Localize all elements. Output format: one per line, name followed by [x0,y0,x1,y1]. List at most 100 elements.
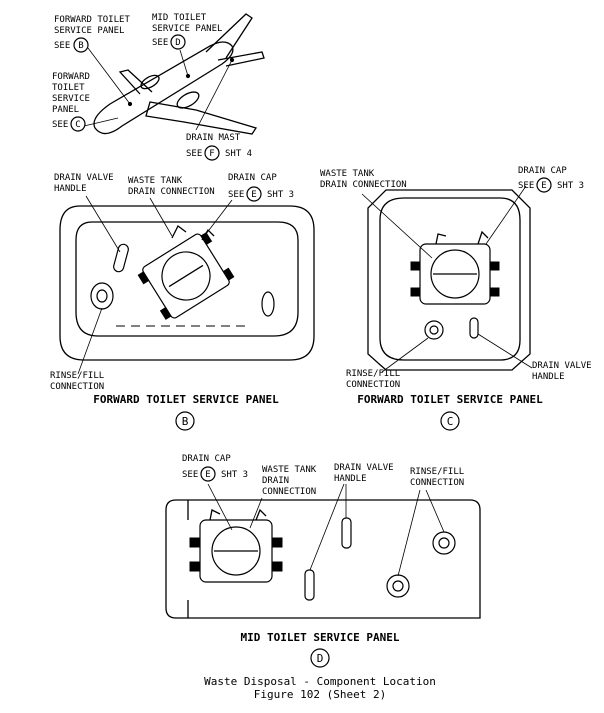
label-line: FORWARD TOILET [54,15,130,25]
view-title: MID TOILET SERVICE PANEL [241,631,400,644]
label-line: DRAIN CAP [182,454,231,464]
label-line: DRAIN CAP [228,173,277,183]
latch [201,228,215,241]
leader-line [425,489,445,533]
label-line: CONNECTION [50,382,104,392]
view-letter-bubble [440,411,460,431]
see-text: SEE [54,41,70,51]
latch [435,233,447,245]
leader-line [207,483,233,531]
label-line: MID TOILET [152,13,207,23]
label-line: FORWARD [52,72,90,82]
view-d-mid-toilet-panel [165,483,481,619]
leader-line [397,489,421,577]
view-letter-bubble [310,648,330,668]
sheet-ref: SHT 3 [221,470,248,480]
leader-line [477,333,533,369]
leader-line [149,197,173,237]
sheet-ref: SHT 3 [557,181,584,191]
sheet-ref: SHT 3 [267,190,294,200]
see-text: SEE [228,190,244,200]
label-line: RINSE/FILL [346,369,400,379]
callout-c-rinse: RINSE/FILL CONNECTION [346,369,400,390]
callout-forward-toilet-panel-left: FORWARD TOILET SERVICE PANEL SEE C [52,72,90,132]
drain-valve-handle [341,517,352,549]
leader-line [249,497,263,529]
label-line: DRAIN [262,476,289,486]
figure-caption: Waste Disposal - Component Location [204,675,436,688]
callout-b-drain-valve: DRAIN VALVE HANDLE [54,173,114,194]
leader-line [85,195,121,253]
label-line: RINSE/FILL [410,467,464,477]
see-text: SEE [52,120,68,130]
label-line: HANDLE [334,474,367,484]
view-title: FORWARD TOILET SERVICE PANEL [357,393,543,406]
callout-mid-toilet-panel-top: MID TOILET SERVICE PANEL SEE D [152,13,222,50]
drain-valve-handle [469,317,479,339]
view-ref-bubble [536,177,552,193]
label-line: WASTE TANK [262,465,317,475]
label-line: WASTE TANK [128,176,183,186]
panel-outline [59,205,315,361]
view-ref-bubble [170,34,186,50]
label-line: SERVICE [52,94,90,104]
callout-c-waste-tank: WASTE TANK DRAIN CONNECTION [320,169,407,190]
leader-line [361,193,433,259]
airplane-overview [83,13,265,135]
callout-b-waste-tank: WASTE TANK DRAIN CONNECTION [128,176,215,197]
latch [209,509,221,521]
view-c-forward-toilet-panel [361,185,533,373]
view-letter: D [317,652,324,665]
view-ref-bubble [73,37,89,53]
label-line: SERVICE PANEL [152,24,222,34]
callout-c-drain-valve: DRAIN VALVE HANDLE [532,361,592,382]
leader-line [485,185,527,245]
label-line: HANDLE [532,372,565,382]
label-line: PANEL [52,105,79,115]
view-ref-letter: E [541,181,546,191]
latch [477,230,489,245]
label-line: DRAIN CONNECTION [128,187,215,197]
leader-line [77,307,103,375]
see-text: SEE [518,181,534,191]
callout-b-rinse: RINSE/FILL CONNECTION [50,371,104,392]
sheet-ref: SHT 4 [225,149,252,159]
label-line: CONNECTION [410,478,464,488]
label-line: WASTE TANK [320,169,375,179]
view-b-forward-toilet-panel [59,195,315,375]
view-letter-bubble [175,411,195,431]
leader-line [205,199,233,235]
label-line: HANDLE [54,184,87,194]
view-title: FORWARD TOILET SERVICE PANEL [93,393,279,406]
drain-valve-handle [304,569,315,601]
view-letter: B [182,415,189,428]
label-line: CONNECTION [262,487,316,497]
view-ref-letter: F [209,149,214,159]
label-line: DRAIN VALVE [334,463,394,473]
label-line: RINSE/FILL [50,371,104,381]
figure-number: Figure 102 (Sheet 2) [254,688,386,701]
callout-d-drain-valve: DRAIN VALVE HANDLE [334,463,394,484]
label-line: CONNECTION [346,380,400,390]
callout-forward-toilet-panel-top: FORWARD TOILET SERVICE PANEL SEE B [54,15,130,53]
label-line: DRAIN CAP [518,166,567,176]
waste-tank-drain-fitting [137,232,235,320]
view-ref-bubble [246,186,262,202]
view-ref-letter: B [78,41,83,51]
callout-d-rinse: RINSE/FILL CONNECTION [410,467,464,488]
callout-d-waste-tank: WASTE TANK DRAIN CONNECTION [262,465,317,497]
leader-line [309,483,345,571]
panel-fastener [261,291,275,317]
drain-valve-handle [113,243,129,273]
label-line: DRAIN VALVE [532,361,592,371]
view-ref-bubble [200,466,216,482]
label-line: DRAIN VALVE [54,173,114,183]
see-text: SEE [186,149,202,159]
view-ref-letter: E [251,190,256,200]
callout-c-drain-cap: DRAIN CAP SEE E SHT 3 [518,166,584,193]
label-line: SERVICE PANEL [54,26,124,36]
latch [171,225,187,239]
callout-drain-mast: DRAIN MAST SEE F SHT 4 [186,133,252,161]
